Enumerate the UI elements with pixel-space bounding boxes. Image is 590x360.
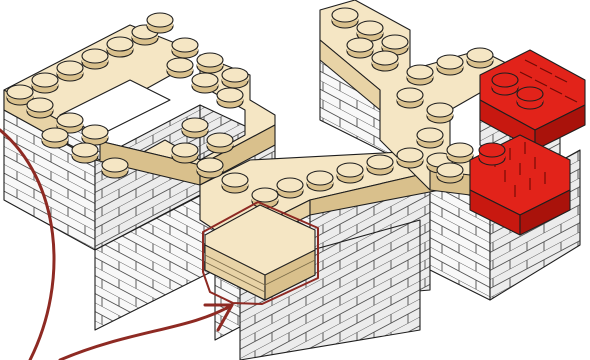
tan-stud <box>102 158 128 178</box>
tan-stud <box>217 88 243 108</box>
tan-stud <box>207 133 233 153</box>
tan-stud <box>172 38 198 58</box>
tan-stud <box>82 49 108 69</box>
tan-stud <box>437 55 463 75</box>
tan-stud <box>372 51 398 71</box>
tan-stud <box>417 128 443 148</box>
tan-stud <box>437 163 463 183</box>
tan-stud <box>332 8 358 28</box>
tan-stud <box>182 118 208 138</box>
tan-stud <box>32 73 58 93</box>
tan-stud <box>467 48 493 68</box>
tan-stud <box>347 38 373 58</box>
tan-stud <box>167 58 193 78</box>
tan-stud <box>222 68 248 88</box>
tan-stud <box>337 163 363 183</box>
tan-stud <box>367 155 393 175</box>
tan-stud <box>197 158 223 178</box>
tan-stud <box>197 53 223 73</box>
tan-stud <box>397 88 423 108</box>
tan-stud <box>27 98 53 118</box>
tan-stud <box>107 37 133 57</box>
tan-stud <box>57 61 83 81</box>
tan-stud <box>82 125 108 145</box>
tan-stud <box>147 13 173 33</box>
tan-stud <box>72 143 98 163</box>
tan-stud <box>192 73 218 93</box>
tan-stud <box>397 148 423 168</box>
tan-stud <box>222 173 248 193</box>
tan-stud <box>307 171 333 191</box>
tan-stud <box>277 178 303 198</box>
tan-stud <box>407 65 433 85</box>
curved-arrow <box>60 305 232 360</box>
tan-stud <box>447 143 473 163</box>
tan-stud <box>172 143 198 163</box>
tan-stud <box>427 103 453 123</box>
tan-stud <box>42 128 68 148</box>
